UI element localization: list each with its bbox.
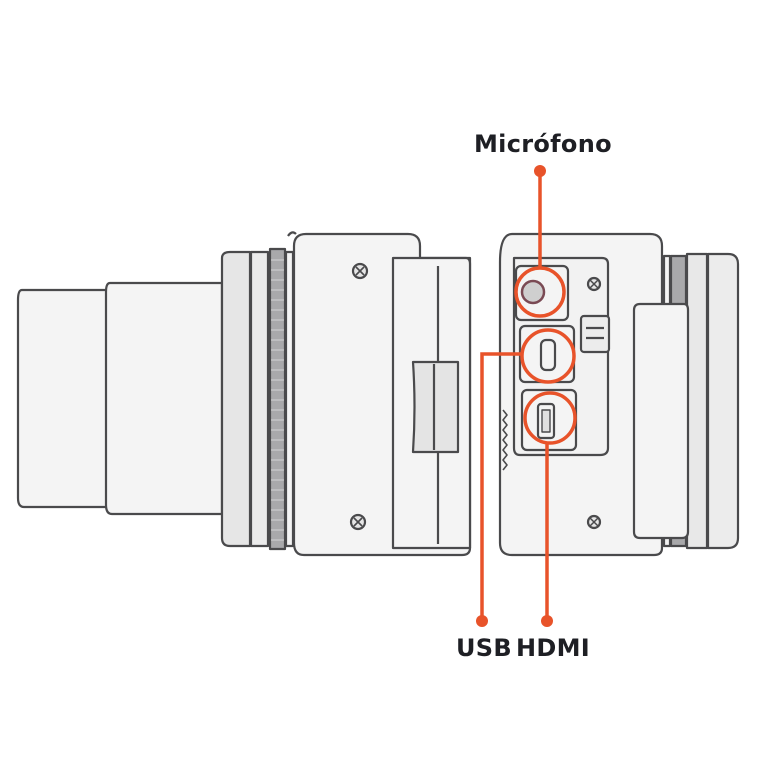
left-camera-lens <box>16 281 224 516</box>
microphone-jack-icon <box>520 279 546 305</box>
left-camera-lens-rings <box>220 247 295 551</box>
usb-label: USB <box>456 634 512 662</box>
microphone-callout-dot <box>534 165 546 177</box>
left-camera-body <box>287 231 472 557</box>
hdmi-callout-dot <box>541 615 553 627</box>
callout-lines <box>480 170 577 620</box>
microphone-label: Micrófono <box>474 130 612 158</box>
usb-port-icon <box>539 338 557 372</box>
usb-highlight-circle <box>520 328 576 384</box>
usb-callout-dot <box>476 615 488 627</box>
hdmi-highlight-circle <box>523 391 577 445</box>
hdmi-label: HDMI <box>516 634 591 662</box>
